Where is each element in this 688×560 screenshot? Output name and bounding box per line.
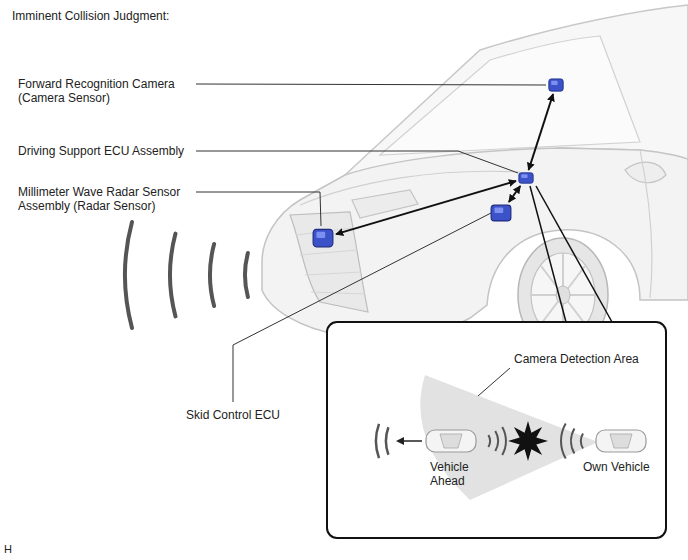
windshield: [380, 36, 640, 155]
vehicle-window: [610, 434, 632, 448]
radar-wave: [125, 222, 132, 328]
component-icon: [312, 228, 334, 248]
part-name: Skid Control ECU: [170, 408, 296, 422]
car-body: [262, 148, 688, 338]
vehicle-label: Own Vehicle: [583, 460, 650, 474]
inset-frame: [327, 322, 666, 538]
leader-line: [478, 368, 510, 396]
leader-line: [196, 84, 546, 85]
ecu-assembly: Driving Support ECU Assembly: [518, 172, 534, 184]
component-highlight: [521, 174, 527, 178]
component-body: [549, 79, 563, 91]
component-icon: [548, 78, 564, 92]
vehicle-label: Vehicle Ahead: [430, 460, 478, 488]
grille: [290, 212, 368, 312]
diagram-title: Imminent Collision Judgment:: [12, 9, 169, 23]
signal-arrow: [336, 181, 516, 234]
own-vehicle-shape: [596, 430, 646, 452]
part-name: Millimeter Wave Radar Sensor Assembly (R…: [18, 185, 196, 213]
component-body: [519, 173, 533, 184]
part-name: Forward Recognition Camera (Camera Senso…: [18, 77, 196, 105]
door-line: [640, 150, 652, 298]
vehicle-ahead-shape: [426, 430, 476, 452]
part-name: Driving Support ECU Assembly: [18, 144, 184, 158]
radar-wave: [245, 253, 248, 297]
motion-arrow: [402, 440, 422, 442]
camera-sensor: Forward Recognition Camera (Camera Senso…: [548, 78, 564, 92]
leader-line: [196, 151, 518, 173]
wave-arc: [376, 424, 388, 458]
wave-arc: [561, 424, 583, 459]
component-highlight: [316, 232, 325, 238]
component-highlight: [494, 207, 503, 213]
radar-wave: [210, 244, 214, 306]
component-icon: [490, 204, 512, 222]
grille-mesh: [296, 228, 365, 294]
component-body: [491, 205, 511, 221]
collision-burst: [508, 421, 548, 461]
component-icon: [518, 172, 534, 184]
area-label: Camera Detection Area: [514, 352, 639, 366]
radar-sensor: Millimeter Wave Radar Sensor Assembly (R…: [312, 228, 334, 248]
figure-code: H: [4, 542, 12, 556]
vehicle-window: [440, 434, 462, 448]
camera-detection-area: [420, 375, 598, 500]
wave-arc: [488, 427, 506, 455]
component-body: [313, 229, 333, 247]
callout-line: [536, 186, 612, 322]
skid-control-ecu: Skid Control ECU: [490, 204, 512, 222]
motion-arrow-head: [396, 437, 404, 445]
component-highlight: [551, 81, 557, 85]
radar-wave: [170, 234, 175, 317]
signal-arrow: [509, 186, 520, 202]
signal-arrow: [529, 94, 554, 170]
leader-line: [196, 192, 321, 226]
